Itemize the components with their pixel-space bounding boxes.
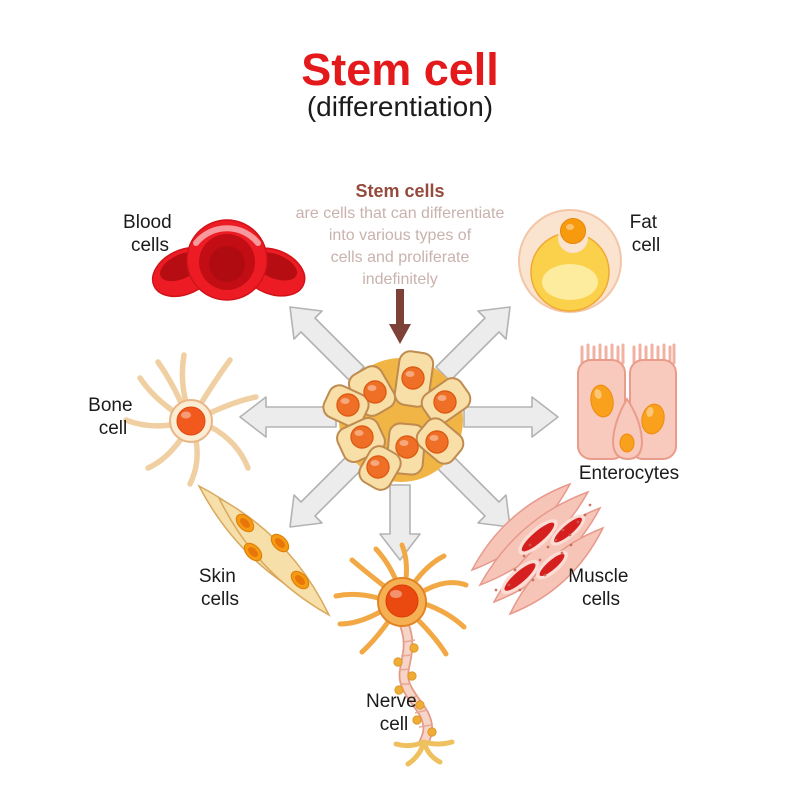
enterocyte-nucleus — [590, 384, 614, 418]
myelin-nodes — [393, 643, 437, 737]
title-block: Stem cell (differentiation) — [301, 44, 499, 122]
label-muscle-cells: Muscle cells — [568, 566, 633, 610]
arrow-to-enterocytes — [463, 396, 559, 438]
label-blood-cells: Blood cells — [123, 212, 177, 256]
label-nerve-cell: Nerve cell — [366, 691, 422, 735]
bone-cell-illustration — [123, 352, 259, 487]
blood-cells-illustration — [151, 219, 306, 301]
description-line-3: cells and proliferate — [331, 249, 470, 266]
fat-cell-nucleus — [560, 218, 586, 244]
dendrites — [333, 542, 469, 657]
label-enterocytes: Enterocytes — [579, 463, 679, 484]
differentiation-arrows — [239, 306, 559, 561]
arrow-to-fat-cell — [435, 306, 511, 382]
muscle-cells-illustration — [470, 482, 605, 616]
description-line-1: are cells that can differentiate — [296, 205, 505, 222]
description-pointer-arrow — [389, 289, 411, 344]
page-subtitle: (differentiation) — [307, 91, 493, 122]
muscle-cell-speckles — [494, 503, 592, 592]
label-bone-cell: Bone cell — [88, 395, 138, 439]
myelin-segments — [398, 639, 432, 728]
nerve-cell-illustration — [333, 542, 469, 767]
enterocyte-nucleus — [619, 433, 635, 453]
arrow-to-nerve-cell — [379, 484, 421, 561]
arrow-to-blood-cells — [289, 306, 365, 382]
page-title: Stem cell — [301, 44, 499, 95]
muscle-cell-nuclei — [500, 514, 586, 595]
skin-cells-illustration — [197, 484, 331, 617]
lipid-highlight — [542, 264, 598, 300]
description-block: Stem cells are cells that can differenti… — [296, 181, 505, 288]
enterocytes-illustration — [577, 343, 677, 461]
arrow-to-bone-cell — [239, 396, 337, 438]
bone-cell-processes — [123, 352, 259, 487]
description-line-4: indefinitely — [362, 271, 438, 288]
enterocyte-nucleus — [641, 403, 665, 435]
nerve-cell-nucleus — [385, 584, 419, 618]
bone-cell-nucleus — [176, 406, 206, 436]
arrow-to-skin-cells — [289, 452, 365, 528]
red-blood-cell — [186, 219, 268, 301]
axon-terminal — [393, 739, 455, 767]
label-skin-cells: Skin cells — [199, 566, 241, 610]
arrow-to-muscle-cells — [435, 452, 511, 528]
axon — [400, 620, 432, 746]
stem-cell-cluster — [322, 350, 472, 491]
description-line-2: into various types of — [329, 227, 472, 244]
cell-labels: Blood cells Fat cell Bone cell Enterocyt… — [88, 212, 679, 735]
description-heading: Stem cells — [355, 181, 444, 201]
skin-cell-nuclei — [235, 513, 310, 590]
fat-cell-illustration — [518, 209, 622, 313]
stem-cell-nuclei — [336, 366, 457, 479]
label-fat-cell: Fat cell — [630, 212, 663, 256]
